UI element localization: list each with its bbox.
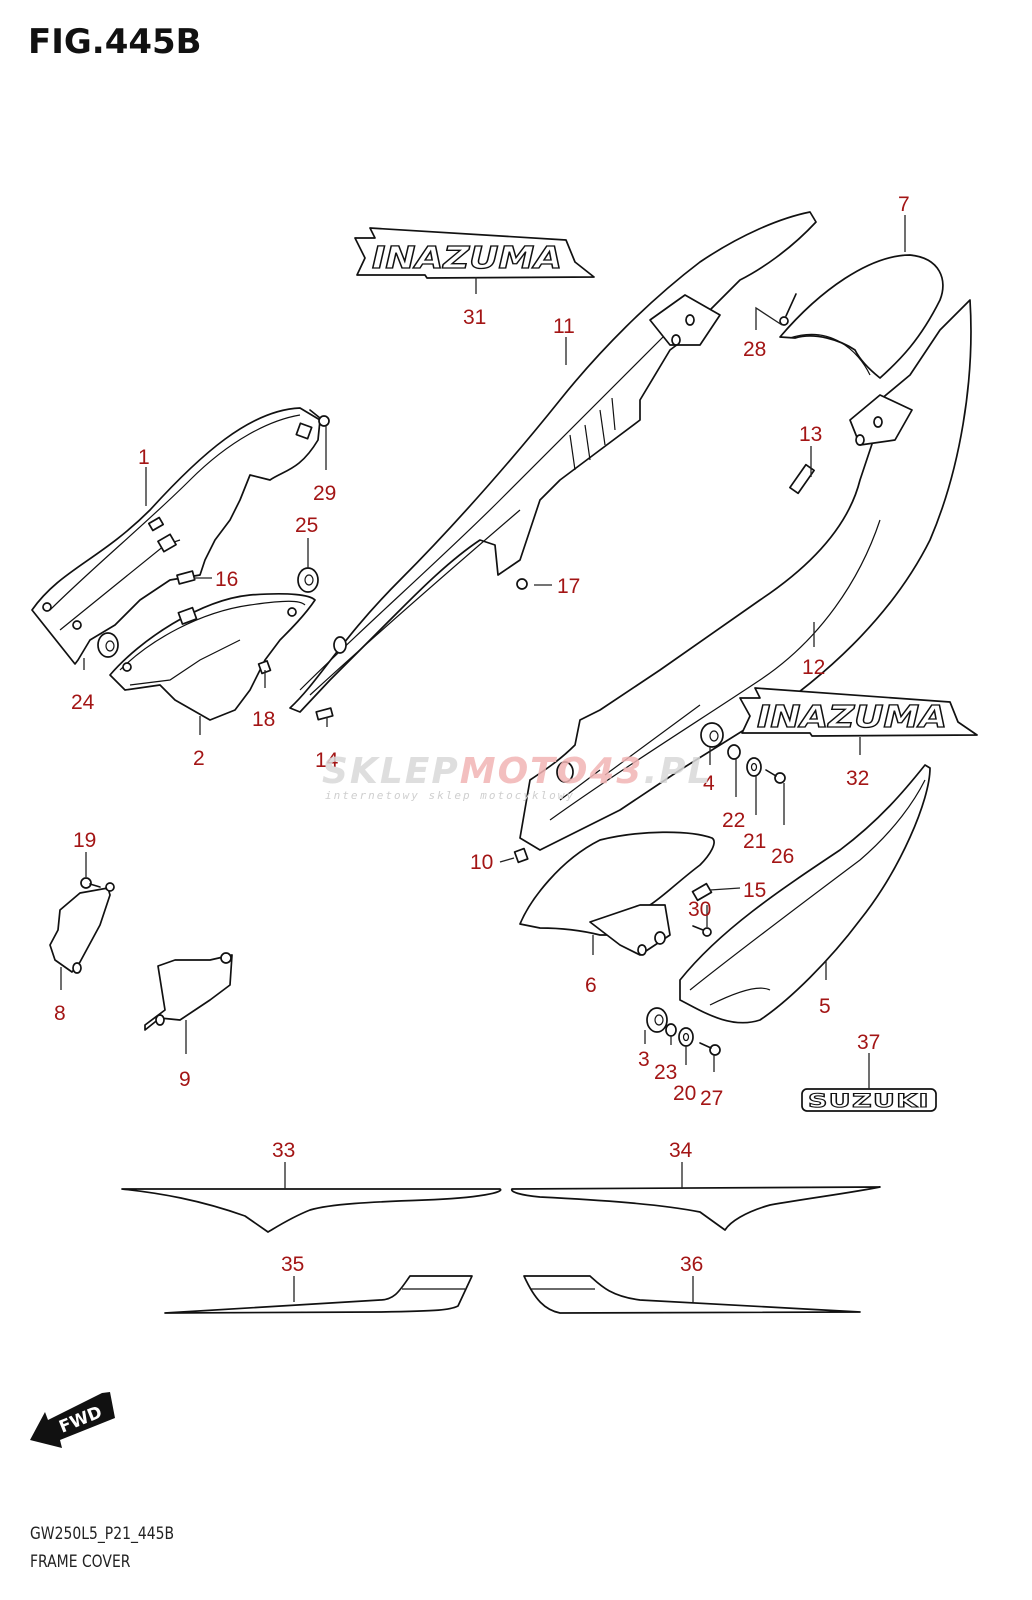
callout-14: 14 (315, 749, 339, 772)
callout-34: 34 (669, 1139, 693, 1162)
part-6-side-cover-small[interactable] (519, 831, 715, 956)
callout-6: 6 (585, 974, 597, 997)
watermark-subtitle: internetowy sklep motocyklowy (325, 789, 576, 802)
callout-24: 24 (71, 691, 95, 714)
callout-11: 11 (553, 315, 575, 338)
callout-1: 1 (138, 446, 150, 469)
figure-name: FRAME COVER (30, 1552, 131, 1572)
suzuki-text: SUZUKI (808, 1090, 930, 1112)
callout-35: 35 (281, 1253, 304, 1276)
callout-17: 17 (557, 575, 580, 598)
part-18-nut[interactable] (257, 660, 272, 675)
part-14-cushion[interactable] (315, 707, 334, 721)
part-2-frame-cover-outer[interactable] (109, 592, 316, 721)
callout-13: 13 (799, 423, 822, 446)
callout-28: 28 (743, 338, 766, 361)
part-10-nut[interactable] (513, 847, 529, 864)
leader-lines (60, 215, 906, 1302)
callout-7: 7 (898, 193, 910, 216)
callout-labels: 1 2 3 4 5 6 7 8 9 10 11 12 13 14 15 16 1… (54, 193, 910, 1276)
part-26-screw[interactable] (765, 769, 786, 784)
part-36-stripe[interactable] (523, 1275, 861, 1314)
callout-32: 32 (846, 767, 869, 790)
part-16-cushion[interactable] (176, 570, 196, 585)
part-11-frame-cover-left[interactable] (289, 211, 817, 713)
callout-22: 22 (722, 809, 745, 832)
callout-25: 25 (295, 514, 318, 537)
callout-10: 10 (470, 851, 493, 874)
callout-5: 5 (819, 995, 831, 1018)
callout-15: 15 (743, 879, 766, 902)
part-15-cushion[interactable] (691, 882, 713, 902)
callout-18: 18 (252, 708, 275, 731)
part-28-screw[interactable] (779, 293, 797, 326)
figure-title: FIG.445B (28, 22, 202, 62)
part-33-stripe[interactable] (121, 1188, 502, 1233)
callout-30: 30 (688, 898, 711, 921)
part-4-grommet[interactable] (700, 722, 724, 748)
callout-9: 9 (179, 1068, 191, 1091)
callout-21: 21 (743, 830, 766, 853)
part-5-side-cover-large[interactable] (679, 764, 931, 1024)
watermark-red-text: MOTO (459, 751, 590, 792)
fwd-direction-arrow: FWD (30, 1392, 115, 1448)
callout-2: 2 (193, 747, 205, 770)
part-37-suzuki-emblem[interactable]: SUZUKI (801, 1088, 937, 1113)
callout-29: 29 (313, 482, 336, 505)
watermark-logo: SKLEPMOTO43.PL (322, 751, 712, 792)
part-32-inazuma-emblem[interactable]: INAZUMA (739, 687, 978, 737)
watermark-suffix: .PL (643, 751, 713, 792)
part-30-screw[interactable] (692, 925, 712, 937)
part-31-inazuma-emblem[interactable]: INAZUMA (354, 227, 595, 279)
part-8-bracket[interactable] (49, 882, 115, 974)
callout-31: 31 (463, 306, 486, 329)
watermark-red-number: 43 (589, 751, 644, 792)
callout-16: 16 (215, 568, 238, 591)
part-25-grommet[interactable] (297, 567, 319, 593)
callout-37: 37 (857, 1031, 880, 1054)
part-17-clip[interactable] (516, 578, 528, 590)
callout-26: 26 (771, 845, 794, 868)
part-19-screw[interactable] (80, 877, 101, 889)
callout-8: 8 (54, 1002, 66, 1025)
part-13-cushion[interactable] (789, 463, 815, 495)
inazuma-text: INAZUMA (372, 241, 562, 276)
callout-33: 33 (272, 1139, 295, 1162)
callout-36: 36 (680, 1253, 703, 1276)
callout-4: 4 (703, 772, 715, 795)
callout-3: 3 (638, 1048, 650, 1071)
part-29-screw[interactable] (309, 409, 330, 427)
part-27-screw[interactable] (699, 1042, 721, 1056)
callout-27: 27 (700, 1087, 723, 1110)
part-24-grommet[interactable] (97, 632, 119, 658)
watermark-gray-text: SKLEP (322, 751, 460, 792)
figure-code: GW250L5_P21_445B (30, 1524, 175, 1544)
part-34-stripe[interactable] (510, 1186, 881, 1231)
part-23-collar[interactable] (665, 1023, 677, 1037)
part-3-grommet[interactable] (646, 1007, 668, 1033)
part-21-washer[interactable] (746, 757, 762, 777)
part-1-frame-cover-inner[interactable] (31, 407, 321, 665)
part-12-frame-cover-right[interactable] (519, 299, 972, 851)
part-20-washer[interactable] (678, 1027, 694, 1047)
callout-23: 23 (654, 1061, 677, 1084)
part-9-bracket[interactable] (144, 952, 233, 1031)
part-7-tail-cover[interactable] (779, 254, 944, 379)
part-22-collar[interactable] (727, 744, 741, 760)
callout-12: 12 (802, 656, 825, 679)
inazuma-text: INAZUMA (757, 700, 947, 735)
part-35-stripe[interactable] (164, 1275, 473, 1314)
callout-20: 20 (673, 1082, 696, 1105)
callout-19: 19 (73, 829, 96, 852)
